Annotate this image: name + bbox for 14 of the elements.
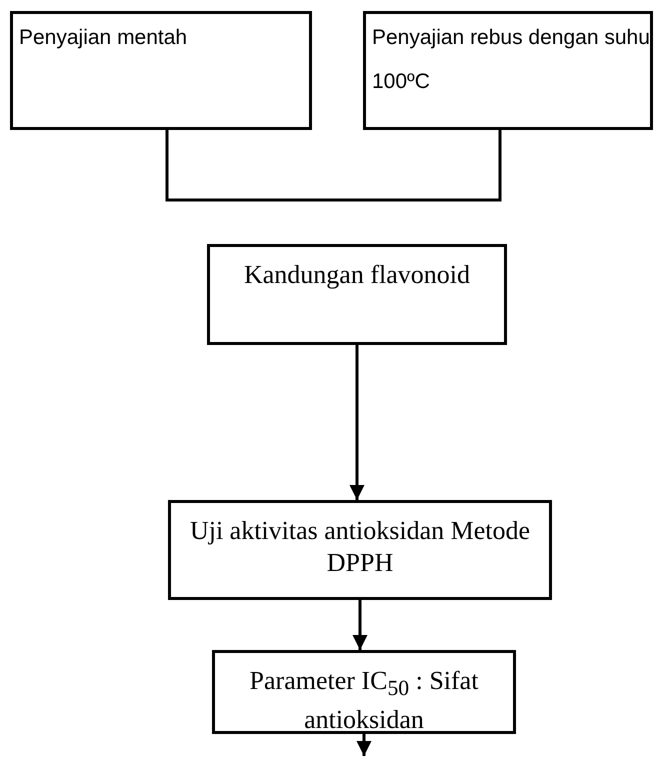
box-text: Kandungan flavonoid — [242, 259, 471, 291]
process-box — [207, 244, 507, 345]
process-box — [212, 650, 516, 734]
box-text: Parameter IC$_{50}$ : Sifat antioksidan — [248, 665, 480, 736]
process-box — [168, 500, 552, 600]
arrow — [352, 600, 368, 650]
process-box — [10, 11, 312, 130]
arrow — [350, 345, 364, 500]
box-text: Penyajian mentah — [19, 25, 188, 51]
connector-line — [166, 130, 502, 202]
box-text: Uji aktivitas antioksidan Metode DPPH — [188, 515, 532, 579]
box-text: Penyajian rebus dengan suhu 100ºC — [372, 25, 650, 95]
process-box — [363, 11, 653, 130]
arrow — [356, 734, 372, 756]
